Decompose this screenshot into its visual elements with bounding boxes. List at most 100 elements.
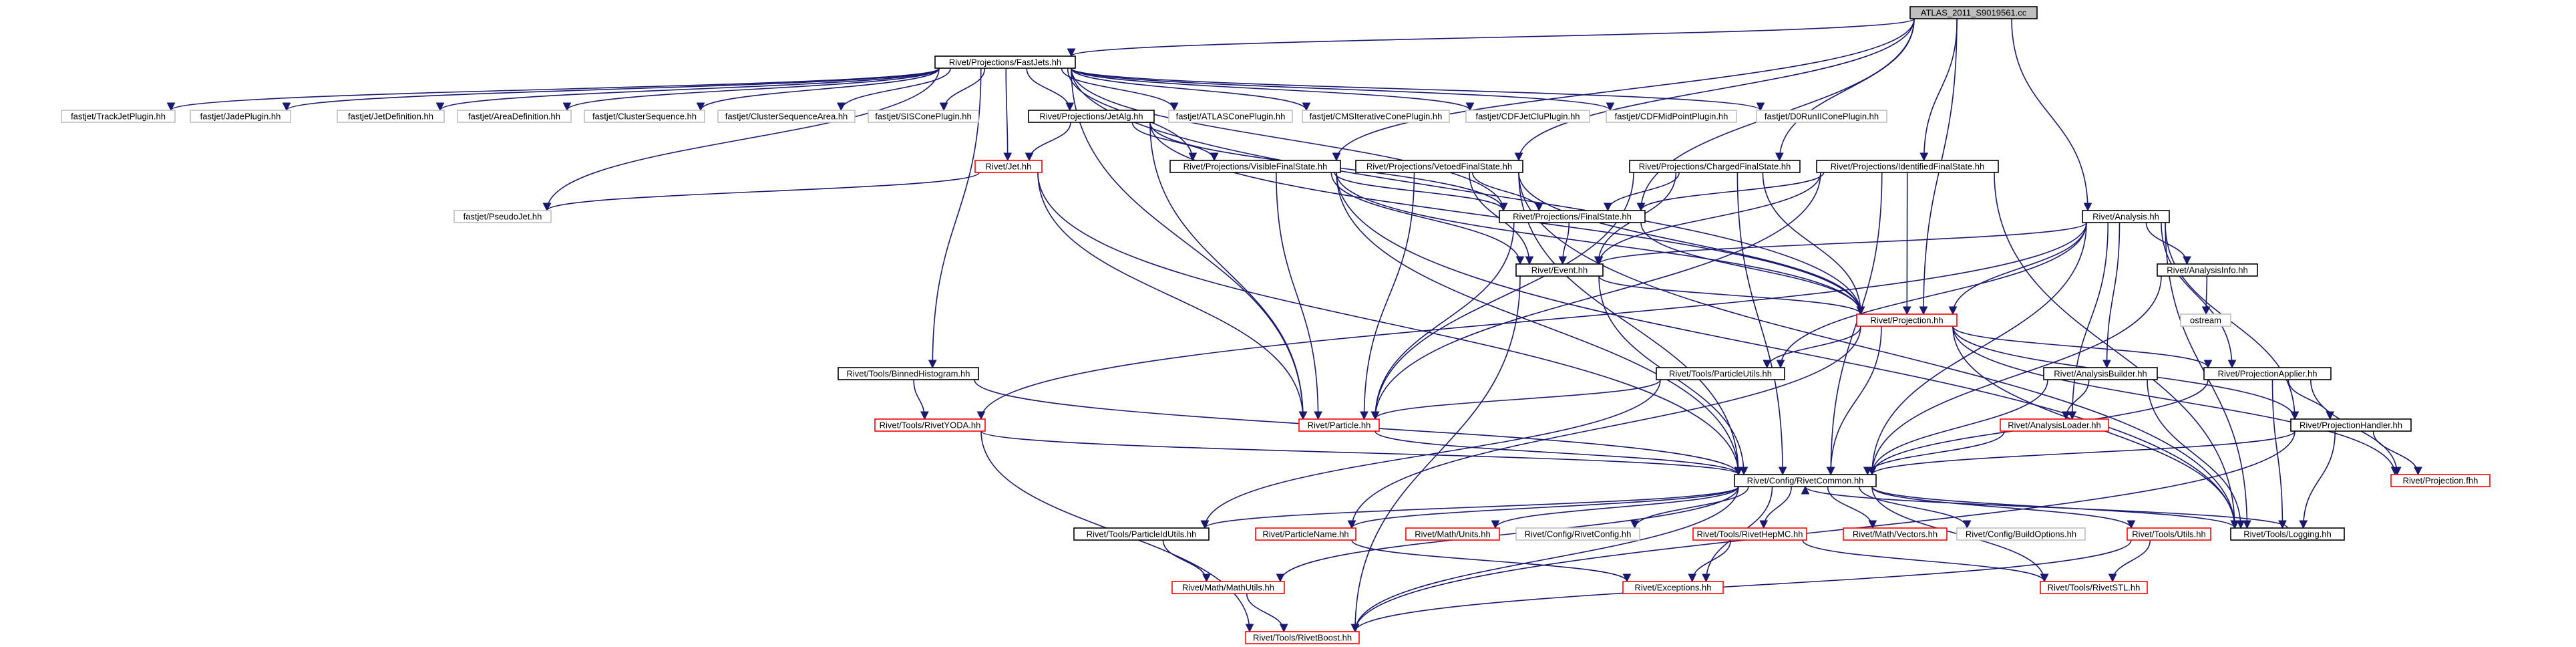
node-rivet-projection-hh[interactable]: Rivet/Projection.hh bbox=[1856, 313, 1958, 327]
edge-projection-to-rivetcommon bbox=[1826, 326, 1882, 476]
edge-analysis-to-particleutils bbox=[1776, 222, 2087, 369]
node-rivet-tools-utils-hh[interactable]: Rivet/Tools/Utils.hh bbox=[2127, 527, 2211, 541]
node-rivet-tools-particleidutils-hh[interactable]: Rivet/Tools/ParticleIdUtils.hh bbox=[1073, 527, 1210, 541]
node-label: fastjet/PseudoJet.hh bbox=[464, 212, 542, 222]
node-label: Rivet/Math/Units.hh bbox=[1415, 529, 1490, 539]
node-rivet-projections-vetoedfinalstate-hh[interactable]: Rivet/Projections/VetoedFinalState.hh bbox=[1355, 160, 1523, 173]
node-box bbox=[190, 110, 291, 123]
edge-projhandler-to-rivetboost bbox=[1350, 430, 2295, 633]
node-rivet-particle-hh[interactable]: Rivet/Particle.hh bbox=[1298, 418, 1380, 432]
node-atlas-2011-s9019561-cc[interactable]: ATLAS_2011_S9019561.cc bbox=[1909, 6, 2038, 19]
node-ostream: ostream bbox=[2180, 313, 2231, 327]
edge-projhandler-to-rivetcommon bbox=[1867, 430, 2295, 476]
edge-finalstate-to-particle bbox=[1370, 222, 1515, 420]
node-rivet-projections-chargedfinalstate-hh[interactable]: Rivet/Projections/ChargedFinalState.hh bbox=[1629, 160, 1801, 173]
node-rivet-tools-logging-hh[interactable]: Rivet/Tools/Logging.hh bbox=[2230, 527, 2345, 541]
node-rivet-projections-fastjets-hh[interactable]: Rivet/Projections/FastJets.hh bbox=[934, 55, 1076, 69]
node-rivet-config-rivetconfig-hh: Rivet/Config/RivetConfig.hh bbox=[1515, 527, 1640, 541]
node-box bbox=[457, 110, 572, 123]
node-rivet-math-mathutils-hh[interactable]: Rivet/Math/MathUtils.hh bbox=[1171, 581, 1285, 594]
edge-finalstate-to-event bbox=[1558, 222, 1570, 265]
edge-rivetcommon-to-buildoptions bbox=[1858, 486, 1972, 529]
node-rivet-projection-fhh[interactable]: Rivet/Projection.fhh bbox=[2390, 474, 2491, 487]
node-rivet-config-rivetcommon-hh[interactable]: Rivet/Config/RivetCommon.hh bbox=[1734, 474, 1877, 487]
node-rivet-projectionhandler-hh[interactable]: Rivet/ProjectionHandler.hh bbox=[2290, 418, 2412, 432]
node-rivet-projections-identifiedfinalstate-hh[interactable]: Rivet/Projections/IdentifiedFinalState.h… bbox=[1816, 160, 1999, 173]
edge-root-to-analysis bbox=[2011, 18, 2092, 212]
edge-particleidutils-to-mathutils bbox=[1162, 539, 1211, 583]
node-rivet-tools-rivethepmc-hh[interactable]: Rivet/Tools/RivetHepMC.hh bbox=[1692, 527, 1807, 541]
node-rivet-tools-rivetyoda-hh[interactable]: Rivet/Tools/RivetYODA.hh bbox=[874, 418, 986, 432]
node-box bbox=[453, 210, 552, 223]
node-rivet-math-units-hh[interactable]: Rivet/Math/Units.hh bbox=[1405, 527, 1500, 541]
edge-fastjets-to-finalstate bbox=[1071, 68, 1508, 212]
node-rivet-event-hh[interactable]: Rivet/Event.hh bbox=[1515, 263, 1604, 277]
node-rivet-math-vectors-hh[interactable]: Rivet/Math/Vectors.hh bbox=[1843, 527, 1948, 541]
node-box bbox=[1302, 110, 1450, 123]
node-box bbox=[1692, 527, 1807, 541]
node-rivet-projections-jetalg-hh[interactable]: Rivet/Projections/JetAlg.hh bbox=[1028, 110, 1155, 123]
node-rivet-analysis-hh[interactable]: Rivet/Analysis.hh bbox=[2082, 210, 2170, 223]
node-label: Rivet/AnalysisBuilder.hh bbox=[2054, 369, 2147, 379]
node-label: Rivet/Tools/ParticleIdUtils.hh bbox=[1087, 529, 1197, 539]
node-label: Rivet/ProjectionApplier.hh bbox=[2218, 369, 2318, 379]
node-label: Rivet/Projections/FastJets.hh bbox=[949, 57, 1061, 68]
edge-fastjets-to-cdfmidpoint bbox=[1071, 68, 1615, 112]
node-box bbox=[1956, 527, 2086, 541]
node-box bbox=[1168, 110, 1293, 123]
node-fastjet-trackjetplugin-hh: fastjet/TrackJetPlugin.hh bbox=[61, 110, 176, 123]
node-rivet-projections-visiblefinalstate-hh[interactable]: Rivet/Projections/VisibleFinalState.hh bbox=[1169, 160, 1341, 173]
node-label: fastjet/JadePlugin.hh bbox=[200, 112, 281, 122]
edge-vetoedfs-to-projection bbox=[1518, 172, 1865, 315]
node-rivet-analysisinfo-hh[interactable]: Rivet/AnalysisInfo.hh bbox=[2157, 263, 2258, 277]
node-rivet-projectionapplier-hh[interactable]: Rivet/ProjectionApplier.hh bbox=[2203, 367, 2332, 380]
edge-fastjets-to-pseudojet bbox=[542, 68, 940, 212]
edge-rivetcommon-to-rivetconfig bbox=[1630, 486, 1749, 529]
node-label: Rivet/Projections/JetAlg.hh bbox=[1039, 112, 1143, 122]
edge-visiblefs-to-finalstate bbox=[1334, 172, 1508, 212]
edge-analysisinfo-to-ostream bbox=[2201, 275, 2211, 315]
edge-projection-to-projectionfhh bbox=[1952, 326, 2400, 476]
node-box bbox=[1629, 160, 1801, 173]
node-rivet-exceptions-hh[interactable]: Rivet/Exceptions.hh bbox=[1622, 581, 1724, 594]
node-box bbox=[868, 110, 979, 123]
edge-analysisbuilder-to-rivetcommon bbox=[1867, 379, 2048, 476]
node-rivet-analysisbuilder-hh[interactable]: Rivet/AnalysisBuilder.hh bbox=[2043, 367, 2158, 380]
edge-root-to-identifiedfs bbox=[1919, 18, 1958, 162]
node-fastjet-areadefinition-hh: fastjet/AreaDefinition.hh bbox=[457, 110, 572, 123]
edge-chargedfs-to-particle bbox=[1370, 172, 1634, 420]
node-box bbox=[1515, 263, 1604, 277]
edge-mathutils-to-rivetboost bbox=[1246, 593, 1288, 633]
edge-rivetcommon-to-mathutils bbox=[1276, 486, 1739, 583]
node-rivet-jet-hh[interactable]: Rivet/Jet.hh bbox=[974, 160, 1043, 173]
edge-vetoedfs-to-logging bbox=[1518, 172, 2239, 529]
node-rivet-analysisloader-hh[interactable]: Rivet/AnalysisLoader.hh bbox=[2000, 418, 2109, 432]
node-label: Rivet/Tools/BinnedHistogram.hh bbox=[847, 369, 970, 379]
node-rivet-tools-particleutils-hh[interactable]: Rivet/Tools/ParticleUtils.hh bbox=[1656, 367, 1785, 380]
node-label: Rivet/AnalysisLoader.hh bbox=[2008, 420, 2100, 430]
edge-visiblefs-to-rivetcommon bbox=[1336, 172, 1743, 476]
node-box bbox=[717, 110, 856, 123]
edge-rivethepmc-to-exceptions bbox=[1688, 539, 1732, 583]
edge-fastjets-to-clusterseqarea bbox=[837, 68, 951, 112]
node-rivet-tools-binnedhistogram-hh[interactable]: Rivet/Tools/BinnedHistogram.hh bbox=[838, 367, 979, 380]
node-box bbox=[1756, 110, 1887, 123]
node-box bbox=[1028, 110, 1155, 123]
edge-projection-to-particlename bbox=[1347, 326, 1861, 529]
edge-visiblefs-to-logging bbox=[1336, 172, 2239, 529]
node-label: Rivet/Tools/RivetBoost.hh bbox=[1253, 633, 1352, 643]
node-rivet-tools-rivetstl-hh[interactable]: Rivet/Tools/RivetSTL.hh bbox=[2040, 581, 2148, 594]
edge-jethh-to-rivetcommon bbox=[1037, 172, 1743, 476]
node-fastjet-cdfjetcluplugin-hh: fastjet/CDFJetCluPlugin.hh bbox=[1465, 110, 1590, 123]
edge-jethh-to-pseudojet bbox=[542, 172, 980, 212]
node-label: Rivet/AnalysisInfo.hh bbox=[2167, 265, 2247, 275]
node-fastjet-jadeplugin-hh: fastjet/JadePlugin.hh bbox=[190, 110, 291, 123]
node-rivet-projections-finalstate-hh[interactable]: Rivet/Projections/FinalState.hh bbox=[1499, 210, 1646, 223]
node-box bbox=[974, 160, 1043, 173]
edge-vetoedfs-to-rivetcommon bbox=[1518, 172, 1743, 476]
node-label: Rivet/Tools/ParticleUtils.hh bbox=[1669, 369, 1772, 379]
node-label: fastjet/ClusterSequenceArea.hh bbox=[725, 112, 848, 122]
node-box bbox=[1843, 527, 1948, 541]
node-rivet-particlename-hh[interactable]: Rivet/ParticleName.hh bbox=[1255, 527, 1356, 541]
node-rivet-tools-rivetboost-hh[interactable]: Rivet/Tools/RivetBoost.hh bbox=[1245, 631, 1360, 644]
